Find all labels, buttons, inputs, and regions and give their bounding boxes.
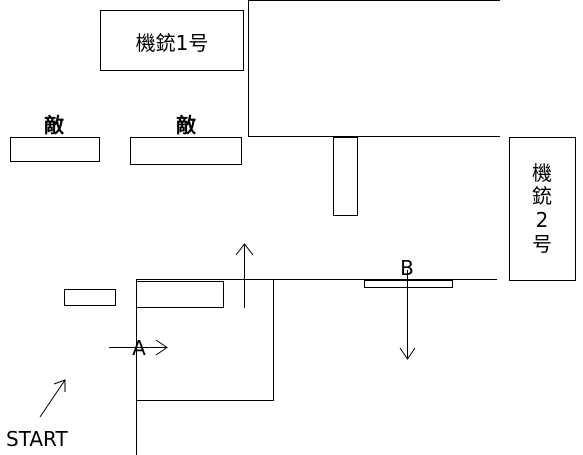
machine-gun-1-box xyxy=(100,10,244,71)
machine-gun-1-label: 機銃1号 xyxy=(136,31,209,55)
block-on-wall xyxy=(136,281,224,308)
machine-gun-2-char-2: 銃 xyxy=(532,184,552,208)
machine-gun-2-char-1: 機 xyxy=(532,161,552,185)
enemy-left-box xyxy=(10,137,100,162)
small-block-left xyxy=(64,289,116,306)
large-building-outline xyxy=(248,0,500,137)
point-b-platform xyxy=(364,280,453,288)
start-arrow-shaft xyxy=(39,379,66,418)
point-b-label: B xyxy=(400,256,414,280)
machine-gun-2-char-4: 号 xyxy=(532,232,552,256)
start-arrow-head xyxy=(53,379,66,392)
pillar xyxy=(333,137,358,216)
up-arrow-head xyxy=(235,243,254,256)
enemy-left-label: 敵 xyxy=(44,113,65,137)
point-a-label: A xyxy=(132,336,146,360)
machine-gun-2-box xyxy=(509,137,576,281)
right-arrow-head xyxy=(155,339,168,356)
enemy-right-box xyxy=(130,137,242,165)
machine-gun-2-char-3: 2 xyxy=(536,208,549,232)
down-arrow-head xyxy=(399,347,416,360)
enemy-right-label: 敵 xyxy=(176,113,197,137)
start-label: START xyxy=(6,427,68,451)
